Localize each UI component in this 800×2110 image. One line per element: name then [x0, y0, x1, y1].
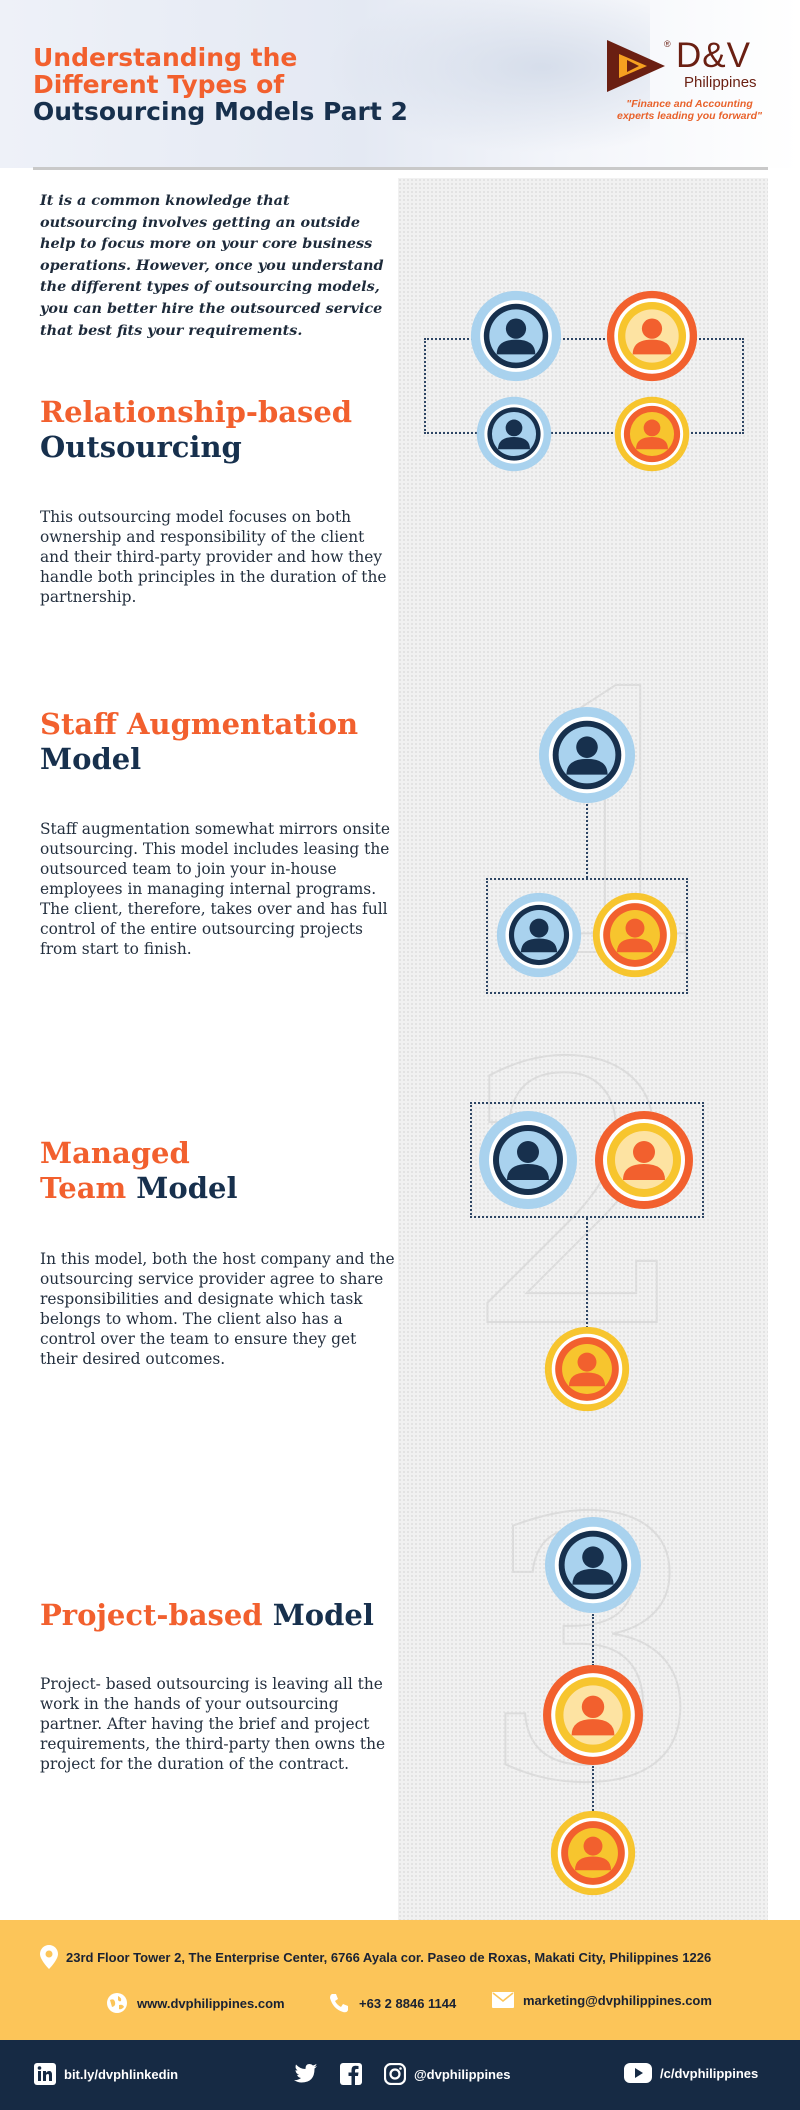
managed-team-diagram-box	[470, 1102, 704, 1218]
section-body-staff-augmentation: Staff augmentation somewhat mirrors onsi…	[40, 820, 390, 958]
phone-link[interactable]: +63 2 8846 1144	[328, 1992, 456, 2014]
intro-paragraph: It is a common knowledge that outsourcin…	[40, 192, 384, 339]
connector-line	[592, 1614, 594, 1666]
logo-triangles-icon	[607, 40, 665, 92]
social-bar: bit.ly/dvphlinkedin @dvphilippines /c/dv…	[0, 2040, 800, 2110]
client-person-icon	[538, 706, 636, 804]
relationship-diagram-box	[424, 338, 744, 434]
contact-footer: 23rd Floor Tower 2, The Enterprise Cente…	[0, 1920, 800, 2040]
youtube-icon	[624, 2063, 652, 2083]
youtube-text: /c/dvphilippines	[660, 2065, 759, 2081]
header-banner: Understanding the Different Types of Out…	[0, 0, 800, 168]
connector-line	[592, 1766, 594, 1814]
location-pin-icon	[40, 1945, 58, 1969]
social-handles[interactable]: @dvphilippines	[294, 2063, 510, 2085]
logo-tagline: "Finance and Accounting experts leading …	[616, 98, 762, 122]
handle-text: @dvphilippines	[414, 2066, 511, 2082]
logo-registered-mark: ®	[664, 39, 671, 49]
page-title: Understanding the Different Types of Out…	[33, 44, 408, 125]
header-background-photo	[290, 0, 650, 168]
section-title-project-based: Project-based Model	[40, 1598, 374, 1632]
client-person-icon	[470, 290, 562, 382]
linkedin-icon	[34, 2063, 56, 2085]
provider-person-icon	[614, 396, 690, 472]
provider-person-icon	[606, 290, 698, 382]
website-link[interactable]: www.dvphilippines.com	[106, 1992, 285, 2014]
twitter-icon	[294, 2064, 317, 2083]
youtube-link[interactable]: /c/dvphilippines	[624, 2063, 758, 2083]
website-text: www.dvphilippines.com	[137, 1995, 285, 2011]
staff-augmentation-diagram-box	[486, 878, 688, 994]
provider-person-icon	[595, 1111, 693, 1209]
section-body-managed-team: In this model, both the host company and…	[40, 1250, 395, 1368]
facebook-icon	[340, 2063, 362, 2085]
address: 23rd Floor Tower 2, The Enterprise Cente…	[40, 1945, 711, 1969]
linkedin-link[interactable]: bit.ly/dvphlinkedin	[34, 2063, 178, 2085]
section-body-relationship: This outsourcing model focuses on both o…	[40, 508, 387, 606]
title-line-2: Different Types of	[33, 70, 285, 99]
connector-line	[586, 1218, 588, 1328]
mail-icon	[492, 1992, 514, 2008]
section-title-relationship: Relationship-based Outsourcing	[40, 395, 353, 464]
illustration-panel: 1 2 3	[398, 178, 768, 1920]
email-text: marketing@dvphilippines.com	[523, 1992, 712, 2008]
client-person-icon	[476, 396, 552, 472]
section-title-staff-augmentation: Staff Augmentation Model	[40, 707, 359, 776]
globe-icon	[107, 1993, 127, 2013]
client-person-icon	[479, 1111, 577, 1209]
section-body-project-based: Project- based outsourcing is leaving al…	[40, 1675, 386, 1773]
client-person-icon	[496, 892, 582, 978]
address-text: 23rd Floor Tower 2, The Enterprise Cente…	[66, 1949, 712, 1965]
header-divider	[33, 167, 768, 170]
provider-person-icon	[592, 892, 678, 978]
provider-person-icon	[544, 1326, 630, 1412]
email-link[interactable]: marketing@dvphilippines.com	[492, 1992, 712, 2008]
logo-sub: Philippines	[684, 74, 757, 91]
linkedin-text: bit.ly/dvphlinkedin	[64, 2066, 179, 2082]
title-line-1: Understanding the	[33, 43, 298, 72]
title-line-3: Outsourcing Models Part 2	[33, 97, 408, 126]
connector-line	[586, 804, 588, 878]
logo-name: D&V	[676, 36, 751, 75]
section-title-managed-team: Managed Team Model	[40, 1136, 238, 1205]
brand-logo[interactable]: ® D&V Philippines "Finance and Accountin…	[602, 36, 772, 130]
instagram-icon	[384, 2063, 406, 2085]
provider-person-icon	[550, 1810, 636, 1896]
phone-text: +63 2 8846 1144	[359, 1995, 457, 2011]
phone-icon	[330, 1994, 348, 2013]
provider-person-icon	[543, 1665, 643, 1765]
client-person-icon	[544, 1516, 642, 1614]
